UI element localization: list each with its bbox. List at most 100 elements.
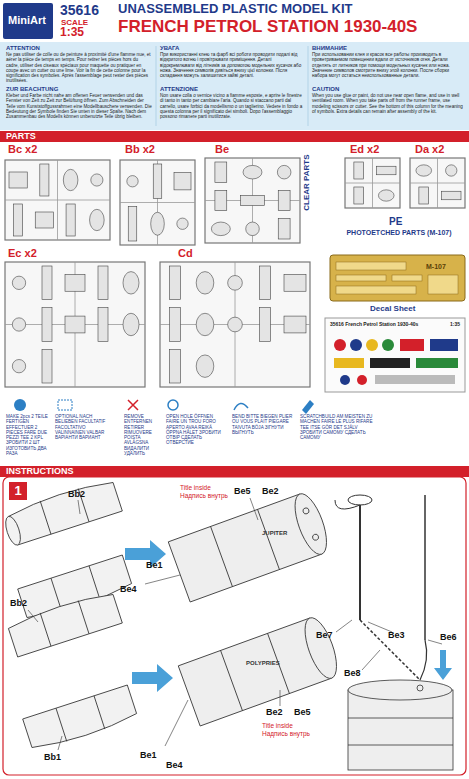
- sprue-stroke: [160, 262, 310, 387]
- part-callout: Be6: [440, 632, 457, 642]
- part-callout: Be8: [344, 668, 361, 678]
- sprue-stroke: [260, 308, 271, 342]
- sprue-stroke: [410, 158, 465, 208]
- note-body: Ne pas utiliser de colle ou de peinture …: [6, 52, 152, 84]
- sprue-stroke: [354, 187, 364, 204]
- sprue-stroke: [98, 308, 108, 342]
- section-title: PARTS: [6, 131, 463, 142]
- sprue-stroke: [442, 191, 462, 200]
- note-body: При використанні клею та фарб всі роботи…: [160, 52, 304, 78]
- sprue-stroke: [12, 360, 25, 373]
- section-bar: PARTS: [0, 131, 469, 142]
- sprue-stroke: [354, 162, 364, 179]
- sprue-label: Bc x2: [8, 143, 37, 156]
- sprue-stroke: [278, 190, 290, 210]
- sprue-stroke: [42, 349, 52, 383]
- note-body: Kleber und Farbe nicht nahe am offenen F…: [6, 93, 152, 119]
- sprue-stroke: [12, 318, 25, 331]
- logo-text: MiniArt: [8, 14, 46, 27]
- sprue-stroke: [91, 174, 103, 186]
- scale-value: 1:35: [60, 26, 84, 40]
- sprue-stroke: [5, 160, 110, 240]
- sprue-stroke: [211, 222, 230, 236]
- sprue-stroke: [5, 200, 110, 201]
- sprue-label: Cd: [178, 247, 193, 260]
- sprue-stroke: [66, 204, 75, 236]
- part-callout: Bb1: [44, 752, 61, 762]
- note-label: Надпись внутрь: [262, 730, 310, 737]
- note-body: При использовании клея и красок все рабо…: [312, 52, 464, 78]
- sprue-stroke: [277, 165, 291, 179]
- sprue-stroke: [446, 165, 457, 176]
- sprue-stroke: [5, 262, 145, 387]
- pe-caption: PHOTOETCHED PARTS (M-107): [336, 229, 462, 237]
- symbol-legend: REMOVE ENTFERNEN RETIRER RIMUOVERE POIST…: [124, 414, 162, 456]
- sprue-stroke: [170, 308, 181, 342]
- section-title: INSTRUCTIONS: [6, 466, 463, 477]
- note-label: Title inside: [262, 722, 293, 729]
- kit-type: UNASSEMBLED PLASTIC MODEL KIT: [118, 2, 353, 17]
- sprue-stroke: [215, 162, 227, 182]
- pe-label: PE: [389, 216, 402, 228]
- sprue-stroke: [410, 183, 465, 184]
- sprue-stroke: [127, 176, 138, 187]
- sprue-stroke: [196, 355, 214, 377]
- sprue-label: Be: [215, 143, 229, 156]
- sprue-stroke: [378, 190, 394, 201]
- fret-number: M-107: [426, 263, 446, 271]
- barrel-marking: POLYPRIES: [246, 660, 280, 667]
- sprue-stroke: [120, 160, 195, 245]
- part-callout: Bb2: [68, 489, 85, 499]
- sprue-stroke: [177, 218, 188, 229]
- note-label: Надпись внутрь: [180, 492, 228, 499]
- note-heading: УВАГА: [160, 45, 179, 52]
- sprue-stroke: [228, 317, 243, 332]
- symbol-legend: BEND BITTE BIEGEN PLIER OU VOUS PLAIT PI…: [232, 414, 296, 435]
- note-label: Title inside: [180, 484, 211, 491]
- sprue-stroke: [40, 164, 49, 196]
- kit-number: 35616: [60, 2, 99, 18]
- sprue-stroke: [98, 266, 108, 300]
- sprue-stroke: [419, 187, 429, 204]
- sprue-label: Bb x2: [125, 143, 155, 156]
- sprue-stroke: [228, 276, 243, 291]
- sprue-stroke: [42, 266, 52, 300]
- note-heading: CAUTION: [312, 86, 339, 93]
- part-callout: Be1: [140, 750, 157, 760]
- step-digit: 1: [9, 483, 27, 499]
- decal-scale: 1:35: [450, 322, 460, 328]
- sprue-stroke: [416, 165, 432, 176]
- sprue-label: Ec x2: [8, 247, 37, 260]
- symbol-legend: OPEN HOLE ÖFFNEN FAIRE UN TROU FORO APER…: [166, 414, 226, 446]
- clear-parts-label: CLEAR PARTS: [302, 154, 311, 210]
- sprue-label: Da x2: [415, 143, 444, 156]
- sprue-stroke: [278, 219, 290, 239]
- symbol-legend: OPTIONAL NACH BELIEBEN FACULTATIF FACOLT…: [55, 414, 115, 440]
- sprue-stroke: [170, 266, 181, 300]
- sprue-stroke: [151, 212, 165, 235]
- part-callout: Be7: [316, 630, 333, 640]
- sprue-stroke: [246, 222, 260, 236]
- decal-label: Decal Sheet: [370, 304, 415, 313]
- sprue-stroke: [243, 165, 262, 179]
- part-callout: Bb2: [10, 598, 27, 608]
- sprue-stroke: [345, 183, 400, 184]
- part-callout: Be5: [294, 707, 311, 717]
- sprue-stroke: [14, 204, 23, 236]
- sprue-stroke: [284, 316, 306, 333]
- sprue-stroke: [377, 166, 397, 175]
- sprue-stroke: [65, 316, 85, 333]
- sprue-stroke: [35, 212, 53, 228]
- note-heading: ВНИМАНИЕ: [312, 45, 347, 52]
- sprue-label: Ed x2: [350, 143, 379, 156]
- sprue-stroke: [123, 272, 139, 294]
- kit-title: FRENCH PETROL STATION 1930-40S: [118, 17, 417, 37]
- part-callout: Be3: [388, 630, 405, 640]
- sprue-stroke: [9, 172, 27, 188]
- decal-title: 35616 French Petrol Station 1930-40s: [330, 322, 418, 328]
- note-heading: ZUR BEACHTUNG: [6, 86, 58, 93]
- sprue-stroke: [120, 202, 195, 203]
- part-callout: Be4: [120, 584, 137, 594]
- part-callout: Be5: [234, 486, 251, 496]
